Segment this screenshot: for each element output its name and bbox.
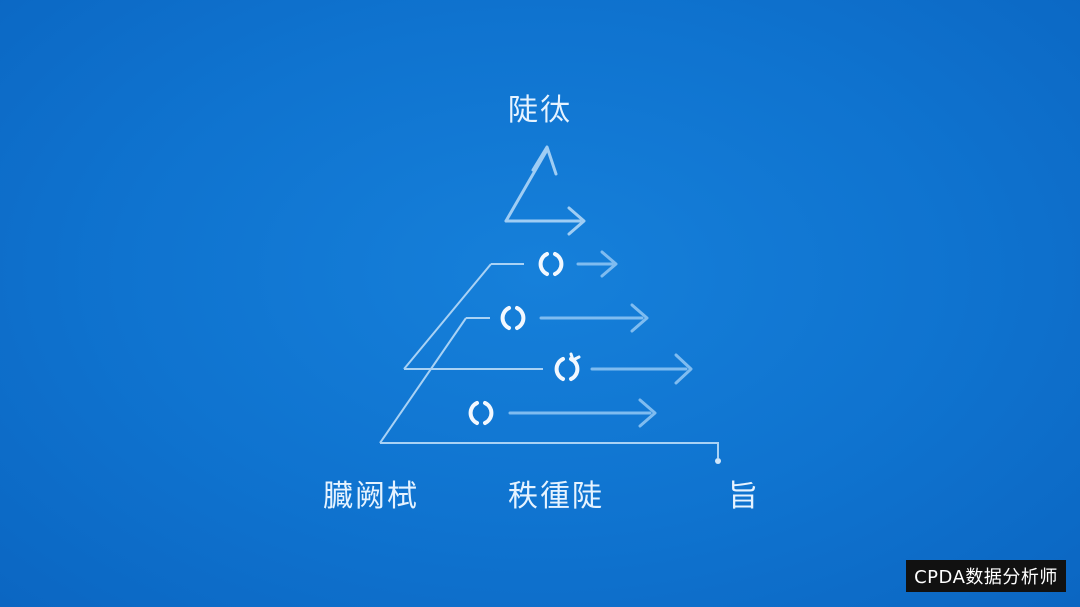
level-1-arrow <box>576 250 618 278</box>
top-label: 陡㣖 <box>508 93 572 128</box>
outer-slope-line <box>403 263 492 370</box>
level-3-arrow <box>590 353 693 385</box>
watermark-badge: CPDA数据分析师 <box>906 560 1066 592</box>
refresh-icon <box>500 306 526 330</box>
base-endpoint-dot <box>715 458 721 464</box>
apex-diagonal-line <box>504 148 549 223</box>
apex-arrow <box>504 145 586 236</box>
bottom-right-label: 旨 <box>728 479 760 514</box>
base-line <box>380 442 719 458</box>
apex-arrowhead <box>531 145 558 176</box>
apex-base-arrowhead <box>567 206 586 236</box>
level-2-arrow <box>539 303 649 333</box>
inner-slope-line <box>379 317 467 444</box>
refresh-icon <box>554 352 581 381</box>
pyramid-outline <box>379 263 721 464</box>
level-4-arrow <box>508 398 657 428</box>
refresh-icon <box>468 401 494 425</box>
bottom-left-label: 臓阙栻 <box>323 479 419 514</box>
refresh-icon <box>538 252 564 276</box>
bottom-middle-label: 秩㣫陡 <box>508 479 604 514</box>
